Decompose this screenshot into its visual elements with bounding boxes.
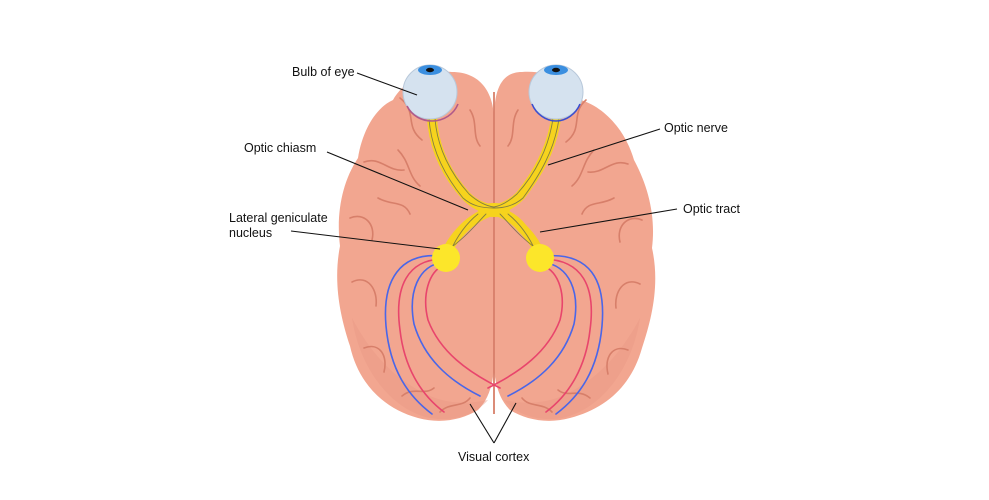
left-optic-radiations (384, 254, 501, 415)
leader-visual-cortex-left (469, 403, 495, 444)
right-hemisphere-shape (494, 71, 656, 421)
lateral-geniculate-nucleus-left (432, 244, 460, 272)
right-optic-radiations (487, 254, 604, 415)
eyeball-icon (528, 64, 584, 122)
labels: Bulb of eye Optic chiasm Lateral genicul… (229, 65, 740, 464)
left-pupil (426, 67, 434, 73)
label-optic-nerve: Optic nerve (664, 121, 728, 135)
right-pupil (552, 67, 560, 73)
left-hemisphere-lower-shade (352, 318, 488, 420)
leader-optic-tract (539, 208, 678, 233)
leader-lateral-geniculate (290, 230, 441, 250)
label-lateral-geniculate-line2: nucleus (229, 226, 272, 240)
optic-chiasm-body (478, 203, 510, 217)
eyeball-icon (402, 64, 459, 122)
right-hemisphere (494, 71, 656, 421)
label-visual-cortex: Visual cortex (458, 450, 530, 464)
leader-bulb-of-eye (356, 72, 418, 96)
left-gyri (349, 97, 481, 413)
label-optic-tract: Optic tract (683, 202, 740, 216)
lateral-geniculate-nucleus-right (526, 244, 554, 272)
label-optic-chiasm: Optic chiasm (244, 141, 316, 155)
leader-visual-cortex-right (493, 402, 517, 444)
leader-lines (290, 72, 678, 444)
label-bulb-of-eye: Bulb of eye (292, 65, 355, 79)
label-lateral-geniculate-line1: Lateral geniculate (229, 211, 328, 225)
leader-optic-nerve (547, 128, 661, 166)
leader-optic-chiasm (326, 151, 469, 211)
